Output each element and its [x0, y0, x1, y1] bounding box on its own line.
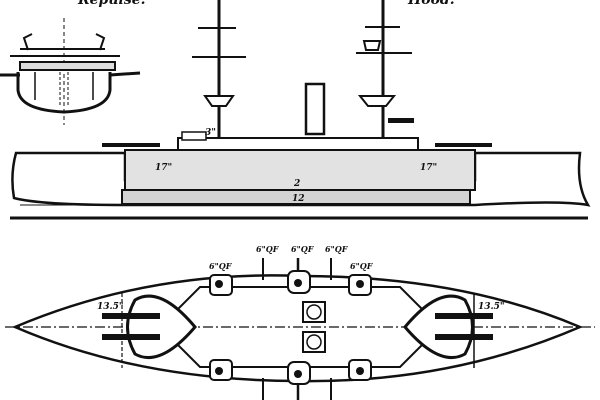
side-view: 3" 17" 17" 2 12 — [10, 0, 591, 220]
plan-view: 13.5" 13.5" 6"QF 6"QF 6"QF 6"QF 6"QF — [5, 244, 595, 400]
label-6in-qf-4: 6"QF — [325, 244, 349, 254]
label-6in-qf-1: 6"QF — [209, 261, 233, 271]
label-belt-12: 12 — [292, 194, 305, 204]
title-right: Hood. — [407, 0, 455, 8]
label-13-5in-left: 13.5" — [97, 302, 124, 312]
label-6in-qf-2: 6"QF — [256, 244, 280, 254]
label-belt-2: 2 — [293, 179, 300, 189]
label-3in: 3" — [205, 128, 216, 138]
casemates — [209, 258, 372, 400]
label-13-5in-right: 13.5" — [478, 302, 505, 312]
label-17in-aft: 17" — [420, 163, 437, 173]
label-6in-qf-5: 6"QF — [350, 261, 374, 271]
title-left: Repulse. — [77, 0, 146, 8]
label-17in-fore: 17" — [155, 163, 172, 173]
label-6in-qf-3: 6"QF — [291, 244, 315, 254]
cross-section — [0, 18, 141, 125]
